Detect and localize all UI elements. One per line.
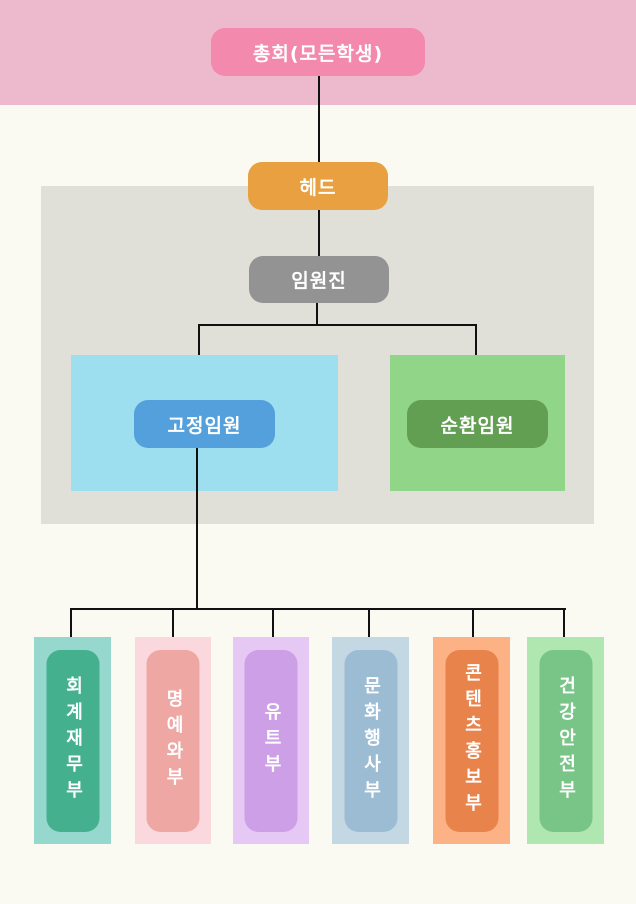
department-column: 문화행사부: [332, 637, 409, 844]
rotating-officers-node[interactable]: 순환임원: [407, 400, 548, 448]
department-node[interactable]: 유트부: [244, 650, 298, 832]
department-column: 명예와부: [135, 637, 211, 844]
connector-to-rotating: [475, 324, 477, 355]
connector-exec-bar: [198, 324, 477, 326]
connector-dept-5: [472, 608, 474, 637]
general-assembly-node[interactable]: 총회(모든학생): [211, 28, 425, 76]
head-label: 헤드: [299, 176, 337, 199]
general-assembly-label: 총회(모든학생): [252, 42, 384, 65]
executives-node[interactable]: 임원진: [249, 256, 389, 303]
department-column: 유트부: [233, 637, 309, 844]
department-node[interactable]: 문화행사부: [344, 650, 397, 832]
connector-root-head: [318, 76, 320, 162]
department-label: 문화행사부: [360, 676, 382, 806]
department-node[interactable]: 명예와부: [146, 650, 200, 832]
department-column: 건강안전부: [527, 637, 604, 844]
connector-dept-1: [70, 608, 72, 637]
connector-dept-2: [172, 608, 174, 637]
connector-dept-3: [272, 608, 274, 637]
rotating-officers-label: 순환임원: [440, 414, 515, 437]
department-node[interactable]: 건강안전부: [539, 650, 592, 832]
department-node[interactable]: 콘텐츠홍보부: [445, 650, 498, 832]
department-label: 유트부: [261, 702, 282, 780]
executives-label: 임원진: [291, 270, 347, 292]
fixed-officers-label: 고정임원: [167, 414, 242, 437]
department-column: 회계재무부: [34, 637, 111, 844]
connector-dept-6: [563, 608, 565, 637]
connector-dept-4: [368, 608, 370, 637]
department-label: 건강안전부: [555, 676, 577, 806]
department-label: 회계재무부: [62, 676, 84, 806]
head-node[interactable]: 헤드: [248, 162, 388, 210]
fixed-officers-node[interactable]: 고정임원: [134, 400, 275, 448]
connector-departments-bar: [70, 608, 566, 610]
department-label: 콘텐츠홍보부: [461, 663, 483, 819]
department-column: 콘텐츠홍보부: [433, 637, 510, 844]
connector-exec-split: [316, 303, 318, 325]
department-label: 명예와부: [163, 689, 184, 793]
connector-to-fixed: [198, 324, 200, 355]
department-node[interactable]: 회계재무부: [46, 650, 99, 832]
connector-head-exec: [318, 210, 320, 256]
connector-fixed-departments: [196, 448, 198, 610]
